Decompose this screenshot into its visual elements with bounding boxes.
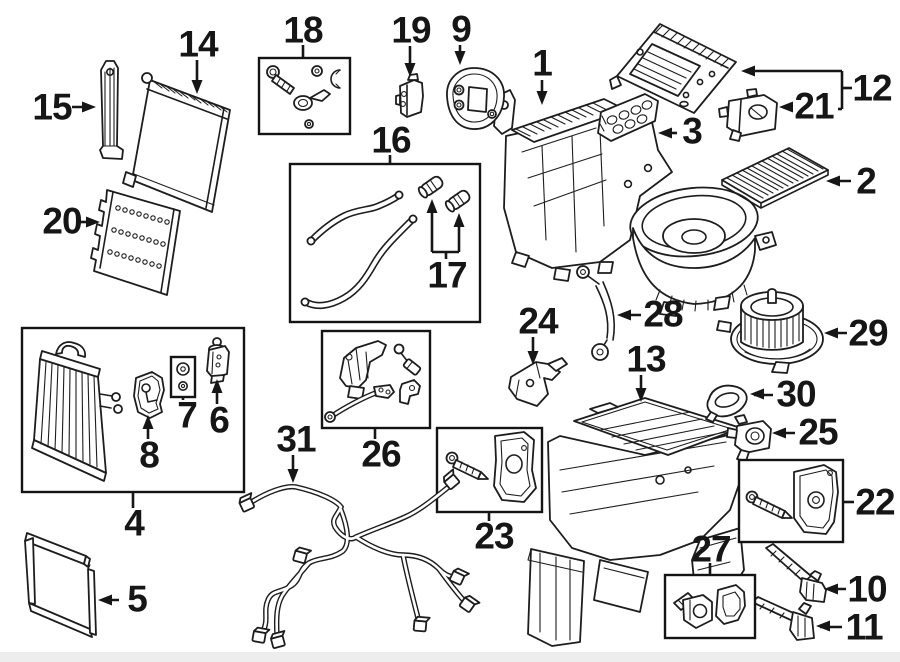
callout-28-arrowhead [617,309,631,321]
part-1-hvac-housing-drawing [493,89,777,317]
callout-2-arrowhead [826,175,840,187]
part-17-caps-drawing [417,175,471,213]
callout-10-label[interactable]: 10 [847,568,887,610]
callout-6-label[interactable]: 6 [209,399,230,441]
callout-19-arrowhead [404,63,416,77]
callout-8-label[interactable]: 8 [139,434,160,476]
callout-10-arrowhead [824,583,838,595]
callout-5-label[interactable]: 5 [127,578,148,620]
harness-connectors [238,468,481,649]
callout-19-label[interactable]: 19 [391,9,431,51]
callout-14-label[interactable]: 14 [178,23,218,65]
callout-1-label[interactable]: 1 [532,42,553,84]
callout-31-arrowhead [287,469,299,483]
callout-23-label[interactable]: 23 [474,515,514,557]
callout-16-label[interactable]: 16 [371,119,411,161]
group-box-18 [257,56,352,136]
callout-17-arrowhead [426,199,438,213]
group-box-22 [737,458,845,544]
callout-12-label[interactable]: 12 [852,67,892,109]
part-29-blower-motor-drawing [716,288,824,374]
part-9-gasket-plate-drawing [446,67,505,130]
callout-24-arrowhead [527,351,539,365]
group-box-23 [435,426,544,514]
callout-21-arrowhead [779,101,793,113]
callout-13-arrowhead [635,388,647,402]
callout-14-arrowhead [191,80,203,94]
callout-30-label[interactable]: 30 [776,373,816,415]
callout-21-label[interactable]: 21 [794,85,834,127]
group-box-27 [663,573,757,640]
callout-3-arrowhead [658,127,672,139]
group-box-16 [288,162,482,324]
callout-15-label[interactable]: 15 [32,86,72,128]
callout-25-label[interactable]: 25 [798,411,838,453]
callout-17-label[interactable]: 17 [427,254,467,296]
callout-20-arrowhead [86,216,100,228]
part-12-filter-cover-drawing [609,23,737,114]
callout-1-arrowhead [536,91,548,105]
callout-28-label[interactable]: 28 [643,293,683,335]
part-3-air-grille-drawing [597,93,659,142]
callout-11-arrowhead [816,620,830,632]
callout-leaders [72,45,854,632]
part-15-bracket-drawing [99,60,124,160]
callout-15-arrowhead [82,101,96,113]
part-14-heater-core-drawing [122,72,231,213]
group-box-26 [320,329,432,430]
part-24-bracket-drawing [508,357,568,407]
part-30-scoop-drawing [705,384,748,423]
part-25-actuator-drawing [726,414,772,462]
callout-11-label[interactable]: 11 [845,606,883,648]
callout-18-label[interactable]: 18 [283,9,323,51]
callout-12-arrowhead [741,65,755,77]
part-28-link-rod-drawing [576,265,616,361]
callout-9-label[interactable]: 9 [451,8,472,50]
callout-2-label[interactable]: 2 [856,160,877,202]
callout-4-label[interactable]: 4 [124,502,145,544]
callout-20-label[interactable]: 20 [42,200,82,242]
callout-17-arrowhead [453,213,465,227]
part-20-heater-element-drawing [90,189,181,296]
callout-29-label[interactable]: 29 [848,312,888,354]
part-31-wiring-harness-drawing [238,468,481,649]
callout-6-arrowhead [211,379,223,393]
group-box-4 [20,326,246,494]
callout-13-label[interactable]: 13 [626,338,666,380]
part-6-expansion-valve-drawing [206,337,230,384]
callout-26-label[interactable]: 26 [361,433,401,475]
part-19-sensor-drawing [395,73,424,118]
part-11-lever-drawing [751,596,815,641]
callout-22-label[interactable]: 22 [855,481,895,523]
part-21-actuator-drawing [718,88,778,142]
callout-9-arrowhead [454,51,466,65]
part-5-seal-frame-drawing [24,532,97,638]
callout-7-label[interactable]: 7 [177,394,198,436]
callout-25-arrowhead [772,427,786,439]
part-2-cabin-filter-drawing [721,147,829,209]
callout-29-arrowhead [824,327,838,339]
callout-31-label[interactable]: 31 [276,418,316,460]
callout-24-label[interactable]: 24 [518,300,558,342]
evaporator-core-drawing [31,341,123,482]
callout-3-label[interactable]: 3 [682,110,703,152]
part-7-o-ring-set-drawing [169,355,197,399]
part-10-lever-drawing [765,543,827,603]
callout-30-arrowhead [750,388,764,400]
callout-27-label[interactable]: 27 [691,528,731,570]
bottom-edge-band [0,652,900,662]
part-8-seal-plate-drawing [133,371,165,419]
callout-8-arrowhead [142,415,154,429]
callout-5-arrowhead [98,594,112,606]
